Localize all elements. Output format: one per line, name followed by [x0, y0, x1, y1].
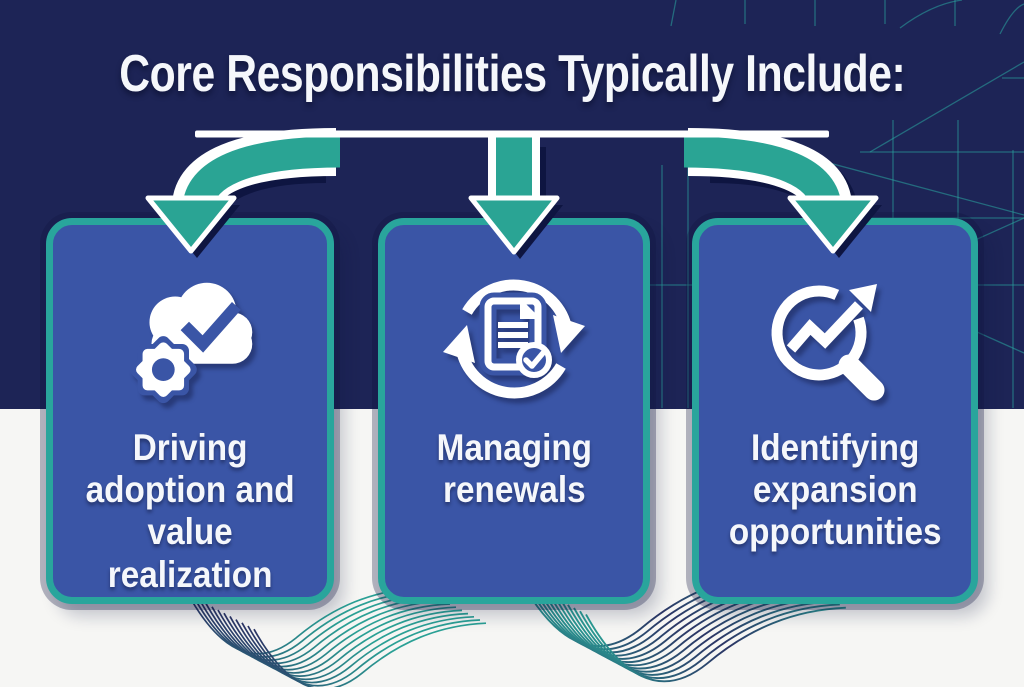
card-identifying-expansion: Identifying expansion opportunities	[692, 218, 978, 604]
card-label: Driving adoption and value realization	[85, 427, 295, 595]
page-title-text: Core Responsibilities Typically Include:	[118, 45, 906, 103]
page-title: Core Responsibilities Typically Include:	[0, 44, 1024, 104]
card-label: Managing renewals	[436, 427, 592, 511]
document-renewal-cycle-icon	[434, 255, 594, 427]
cloud-gear-check-icon	[106, 255, 274, 427]
magnifier-growth-arrow-icon	[755, 255, 915, 427]
card-label: Identifying expansion opportunities	[728, 427, 942, 553]
card-managing-renewals: Managing renewals	[378, 218, 650, 604]
card-driving-adoption: Driving adoption and value realization	[46, 218, 334, 604]
